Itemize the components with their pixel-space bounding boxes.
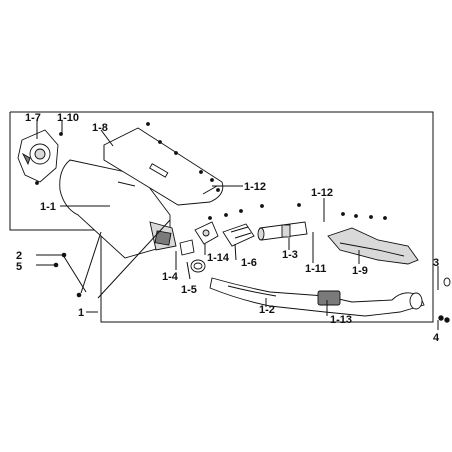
label-1-2: 1-2 [259, 304, 275, 316]
seal-ring [190, 259, 206, 273]
bolt-3 [443, 277, 451, 287]
label-1-8: 1-8 [92, 122, 108, 134]
leader-lines [36, 120, 439, 330]
label-1-13: 1-13 [330, 314, 352, 326]
label-1-5: 1-5 [181, 284, 197, 296]
label-4: 4 [433, 332, 440, 344]
gasket [179, 239, 195, 256]
label-3: 3 [433, 257, 439, 269]
label-5: 5 [16, 261, 22, 273]
label-1-4: 1-4 [162, 271, 179, 283]
label-1-14: 1-14 [207, 252, 230, 264]
label-1-6: 1-6 [241, 257, 257, 269]
side-bolt-left [53, 252, 82, 298]
mounting-bracket [208, 209, 255, 247]
gasket-clamp [194, 221, 219, 245]
heat-shield [103, 122, 224, 206]
label-1-12-lower: 1-12 [311, 187, 333, 199]
label-1-1: 1-1 [40, 201, 56, 213]
label-1: 1 [78, 307, 84, 319]
assembly-frame [9, 111, 434, 323]
label-2: 2 [16, 250, 22, 262]
connecting-pipe [257, 203, 308, 241]
muffler-end-cap [17, 129, 63, 185]
label-1-10: 1-10 [57, 112, 79, 124]
label-1-11: 1-11 [305, 263, 326, 275]
part-labels: 1-7 1-10 1-8 1-12 1-12 1-1 1-14 1-6 1-3 … [16, 112, 440, 344]
exhaust-pipe [209, 277, 425, 317]
label-1-3: 1-3 [282, 249, 298, 261]
lower-heat-guard [327, 212, 419, 265]
nut-4 [438, 315, 450, 323]
label-1-12-upper: 1-12 [244, 181, 266, 193]
label-1-7: 1-7 [25, 112, 41, 124]
label-1-9: 1-9 [352, 265, 368, 277]
